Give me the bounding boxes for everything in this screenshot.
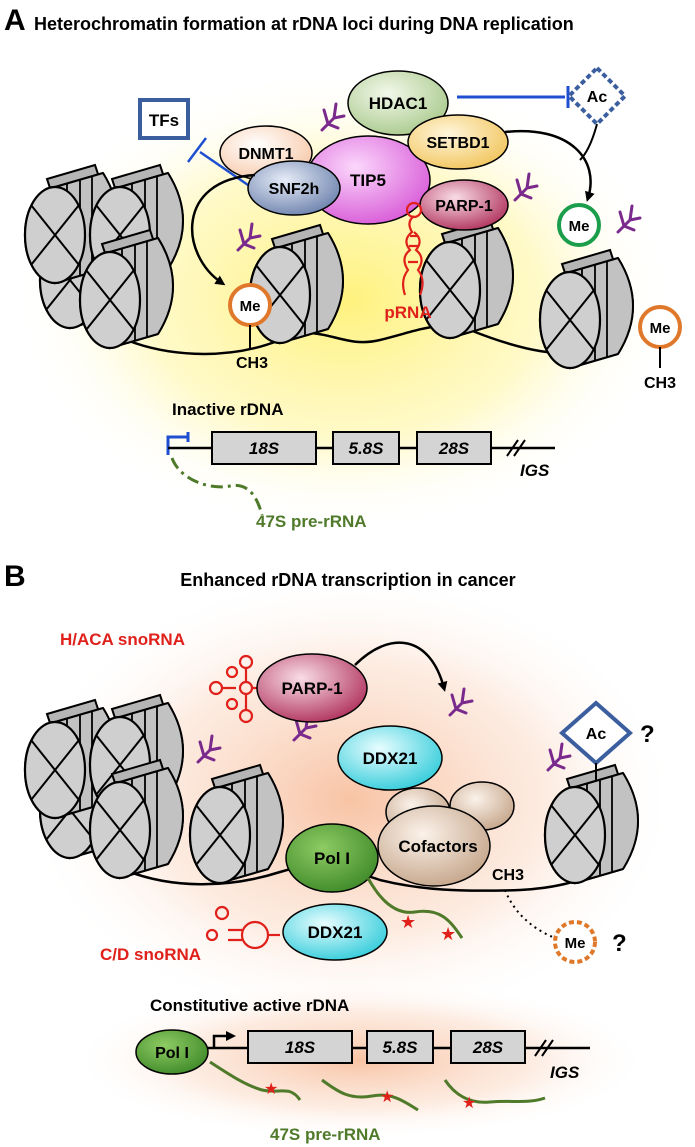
ch3-label-b: CH3 [492, 867, 524, 884]
pre-rrna-transcript [321, 1078, 419, 1112]
nascent-rrna [366, 877, 464, 939]
panel-a: A Heterochromatin formation at rDNA loci… [4, 4, 682, 531]
setbd1-protein [407, 114, 509, 170]
parp1-protein-b [256, 653, 368, 723]
snf2h-label: SNF2h [269, 181, 320, 198]
gene-label: 28S [438, 439, 470, 458]
methylation-arrow-left [191, 173, 256, 286]
panel-b-title: Enhanced rDNA transcription in cancer [180, 570, 515, 590]
pol1-enzyme [285, 823, 379, 893]
hdac1-inhibit-line [457, 86, 570, 108]
break-mark [506, 439, 526, 457]
tfs-box [138, 98, 190, 140]
methyl-circle-green [557, 203, 601, 247]
ch3-label: CH3 [236, 355, 268, 372]
methyl-circle-dashed [553, 920, 597, 964]
pre-rrna-transcript [209, 1060, 302, 1101]
hdac1-protein [347, 70, 449, 136]
highlight-glow-a [15, 70, 675, 530]
parylation-arrow [354, 641, 448, 692]
parp1-label: PARP-1 [435, 198, 493, 215]
gene-18s-a [211, 431, 317, 465]
me-label: Me [650, 320, 671, 337]
panel-a-title: Heterochromatin formation at rDNA loci d… [34, 14, 574, 34]
tfs-label: TFs [149, 111, 179, 130]
gene-18s-b [247, 1030, 353, 1064]
gene-map-a-title: Inactive rDNA [172, 400, 283, 419]
pre-rrna-dashed [170, 457, 264, 516]
ddx21-label: DDX21 [363, 749, 418, 768]
tip5-label: TIP5 [350, 171, 386, 190]
modification-star: ★ [380, 1089, 394, 1106]
ddx21-protein [337, 725, 443, 791]
ac-label-b: Ac [586, 726, 607, 743]
gene-label: 5.8S [383, 1038, 419, 1057]
me-dotted-link [504, 889, 556, 939]
modification-star: ★ [400, 912, 416, 932]
pre-rrna-transcript [443, 1079, 546, 1104]
pol1-label-map: Pol I [155, 1045, 189, 1062]
question-mark: ? [612, 930, 627, 957]
gene-map-b-title: Constitutive active rDNA [150, 996, 349, 1015]
gene-5-8s-a [332, 431, 400, 465]
me-label-b: Me [565, 935, 586, 952]
dnmt1-label: DNMT1 [238, 146, 293, 163]
snf2h-protein [247, 160, 341, 216]
modification-star: ★ [264, 1081, 278, 1098]
break-mark [534, 1039, 554, 1057]
acetyl-diamond [566, 65, 628, 127]
cd-label: C/D snoRNA [100, 945, 201, 964]
haca-label: H/ACA snoRNA [60, 630, 185, 649]
prna-label: pRNA [384, 303, 431, 322]
prna-hairpin [401, 201, 424, 296]
cd-snorna-structure [205, 905, 280, 950]
gene-label: 18S [285, 1038, 316, 1057]
panel-b: B Enhanced rDNA transcription in cancer … [4, 560, 680, 1144]
ac-tether [579, 123, 598, 161]
pol1-enzyme-map [135, 1029, 209, 1075]
hdac1-label: HDAC1 [369, 94, 428, 113]
tfs-inhibit-line [187, 137, 249, 187]
dna-strand-a [104, 324, 621, 356]
ddx21-label: DDX21 [308, 923, 363, 942]
modification-star: ★ [440, 924, 456, 944]
panel-a-letter: A [4, 4, 26, 37]
me-label: Me [569, 218, 590, 235]
gene-label: 18S [249, 439, 280, 458]
pol1-label: Pol I [314, 849, 350, 868]
question-mark: ? [640, 721, 655, 748]
modification-star: ★ [462, 1095, 476, 1112]
methylation-arrow-right [504, 129, 595, 202]
cofactors-label: Cofactors [398, 837, 477, 856]
ch3-label: CH3 [644, 375, 676, 392]
gene-28s-b [450, 1030, 526, 1064]
gene-label: 28S [472, 1038, 504, 1057]
parp1-label-b: PARP-1 [281, 679, 342, 698]
igs-label-b: IGS [550, 1063, 580, 1082]
ddx21-protein-b2 [282, 903, 388, 961]
setbd1-label: SETBD1 [426, 135, 489, 152]
igs-label: IGS [520, 461, 550, 480]
gene-label: 5.8S [349, 439, 385, 458]
cofactors-complex [377, 805, 491, 887]
active-promoter-arrow [212, 1031, 236, 1048]
ac-label: Ac [587, 89, 608, 106]
highlight-glow-b [20, 570, 680, 1030]
gene-5-8s-b [366, 1030, 434, 1064]
pre-rrna-label-b: 47S pre-rRNA [270, 1125, 381, 1144]
me-label: Me [240, 298, 261, 315]
panel-b-letter: B [4, 560, 26, 593]
gene-28s-a [416, 431, 492, 465]
pre-rrna-label-a: 47S pre-rRNA [256, 512, 367, 531]
